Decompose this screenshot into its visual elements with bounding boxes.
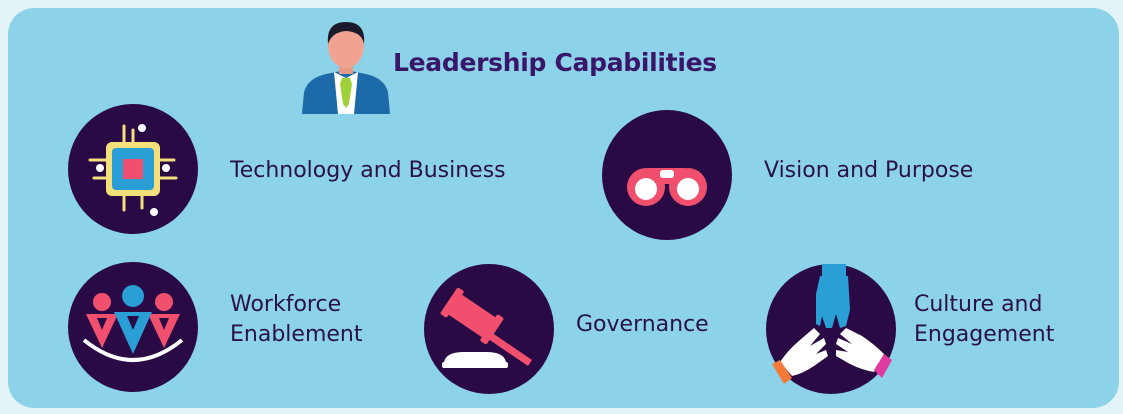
team-people-icon [68, 262, 198, 392]
label-governance: Governance [576, 312, 709, 337]
label-vision: Vision and Purpose [764, 158, 974, 183]
label-culture: Culture and Engagement [914, 292, 1055, 347]
businessman-icon [302, 22, 390, 114]
label-technology: Technology and Business [230, 158, 506, 183]
label-workforce: Workforce Enablement [230, 292, 363, 347]
capabilities-panel: Leadership Capabilities Technology and B… [8, 8, 1119, 408]
diagram-title: Leadership Capabilities [393, 48, 717, 77]
joined-hands-icon [766, 264, 896, 394]
binoculars-icon [602, 110, 732, 240]
gavel-icon [424, 264, 554, 394]
microchip-icon [68, 104, 198, 234]
